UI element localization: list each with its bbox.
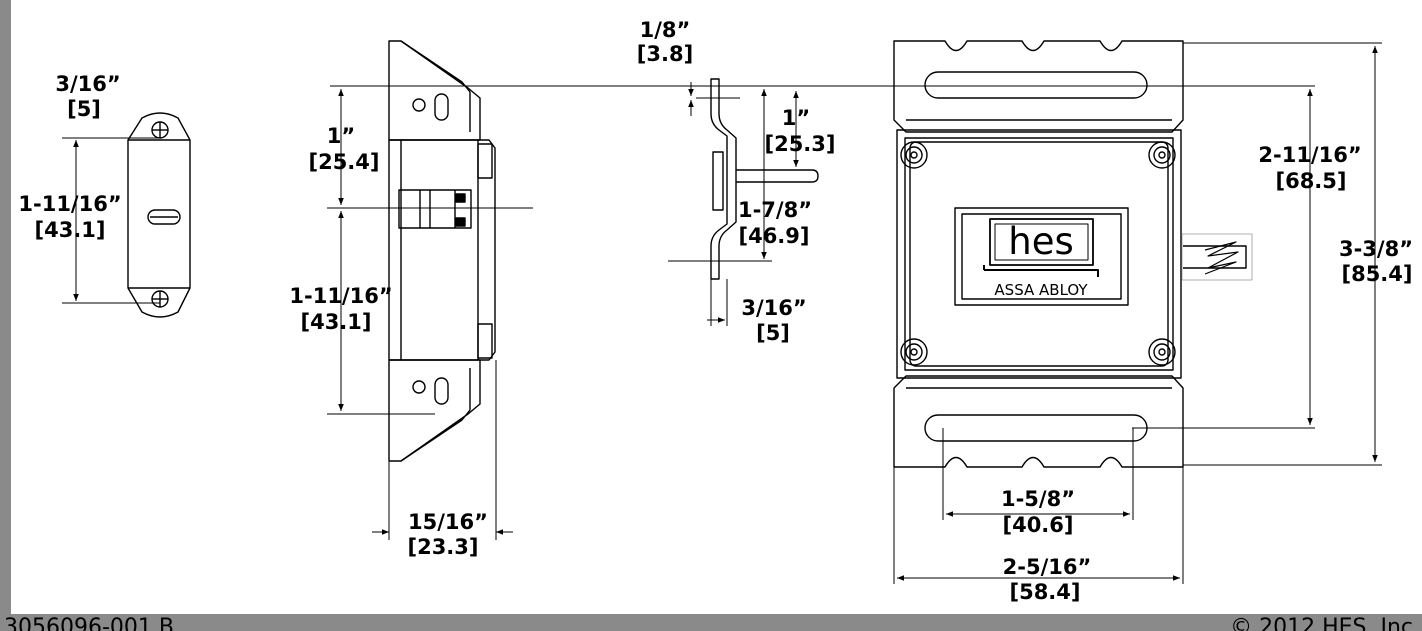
dim-profile-offset-in: 3/16”: [741, 296, 806, 320]
dim-profile-height-mm: [46.9]: [738, 224, 809, 248]
front-housing: [896, 129, 1182, 379]
dim-profile-thickness-in: 1/8”: [640, 18, 691, 42]
profile-view: [668, 78, 819, 326]
dim-front-slot-spacing-mm: [68.5]: [1275, 169, 1346, 193]
keeper-view: [62, 112, 191, 318]
copyright-notice: © 2012 HES, Inc.: [1230, 615, 1420, 631]
dim-profile-height-in: 1-7/8”: [738, 198, 812, 222]
dim-front-width-in: 2-5/16”: [1003, 555, 1092, 579]
dim-profile-top-mm: [25.3]: [764, 132, 835, 156]
logo-brand: hes: [1008, 220, 1074, 263]
dim-keeper-spacing-in: 1-11/16”: [18, 192, 121, 216]
dim-keeper-hole-mm: [5]: [67, 97, 101, 121]
dim-profile-offset-mm: [5]: [756, 321, 790, 345]
logo-subtext: ASSA ABLOY: [994, 281, 1088, 299]
dim-front-height-mm: [85.4]: [1341, 262, 1412, 286]
profile-plate: [710, 78, 737, 280]
dim-keeper-spacing-mm: [43.1]: [34, 218, 105, 242]
side-view: [327, 40, 1315, 540]
dim-side-lower-in: 1-11/16”: [289, 284, 392, 308]
dim-side-upper-mm: [25.4]: [308, 150, 379, 174]
dim-front-slot-width-in: 1-5/8”: [1001, 487, 1075, 511]
front-bottom-plate: [893, 375, 1184, 468]
side-body: [388, 139, 496, 361]
keeper-slot: [147, 209, 181, 225]
drawing-sheet: hes ASSA ABLOY 3/16” [5] 1-11/16” [43.1]…: [11, 0, 1422, 614]
document-number: 3056096-001 B: [4, 615, 174, 631]
dim-keeper-hole-in: 3/16”: [55, 72, 120, 96]
front-view: [893, 40, 1382, 584]
side-lower-bracket: [388, 359, 481, 462]
technical-drawing: hes ASSA ABLOY 3/16” [5] 1-11/16” [43.1]…: [18, 18, 1413, 604]
side-upper-bracket: [388, 40, 481, 141]
title-block-strip: 3056096-001 B © 2012 HES, Inc.: [0, 614, 1422, 631]
dim-front-slot-spacing-in: 2-11/16”: [1258, 143, 1361, 167]
dim-side-upper-in: 1”: [327, 124, 355, 148]
dim-side-lower-mm: [43.1]: [300, 310, 371, 334]
dim-front-width-mm: [58.4]: [1009, 580, 1080, 604]
dim-front-height-in: 3-3/8”: [1339, 237, 1413, 261]
dim-side-depth-in: 15/16”: [408, 510, 488, 534]
hes-logo: [954, 207, 1129, 306]
dim-profile-thickness-mm: [3.8]: [637, 42, 693, 66]
dim-side-depth-mm: [23.3]: [407, 535, 478, 559]
dim-profile-top-in: 1”: [782, 106, 810, 130]
keeper-outline: [127, 112, 191, 318]
front-top-plate: [893, 40, 1184, 133]
dim-front-slot-width-mm: [40.6]: [1002, 513, 1073, 537]
